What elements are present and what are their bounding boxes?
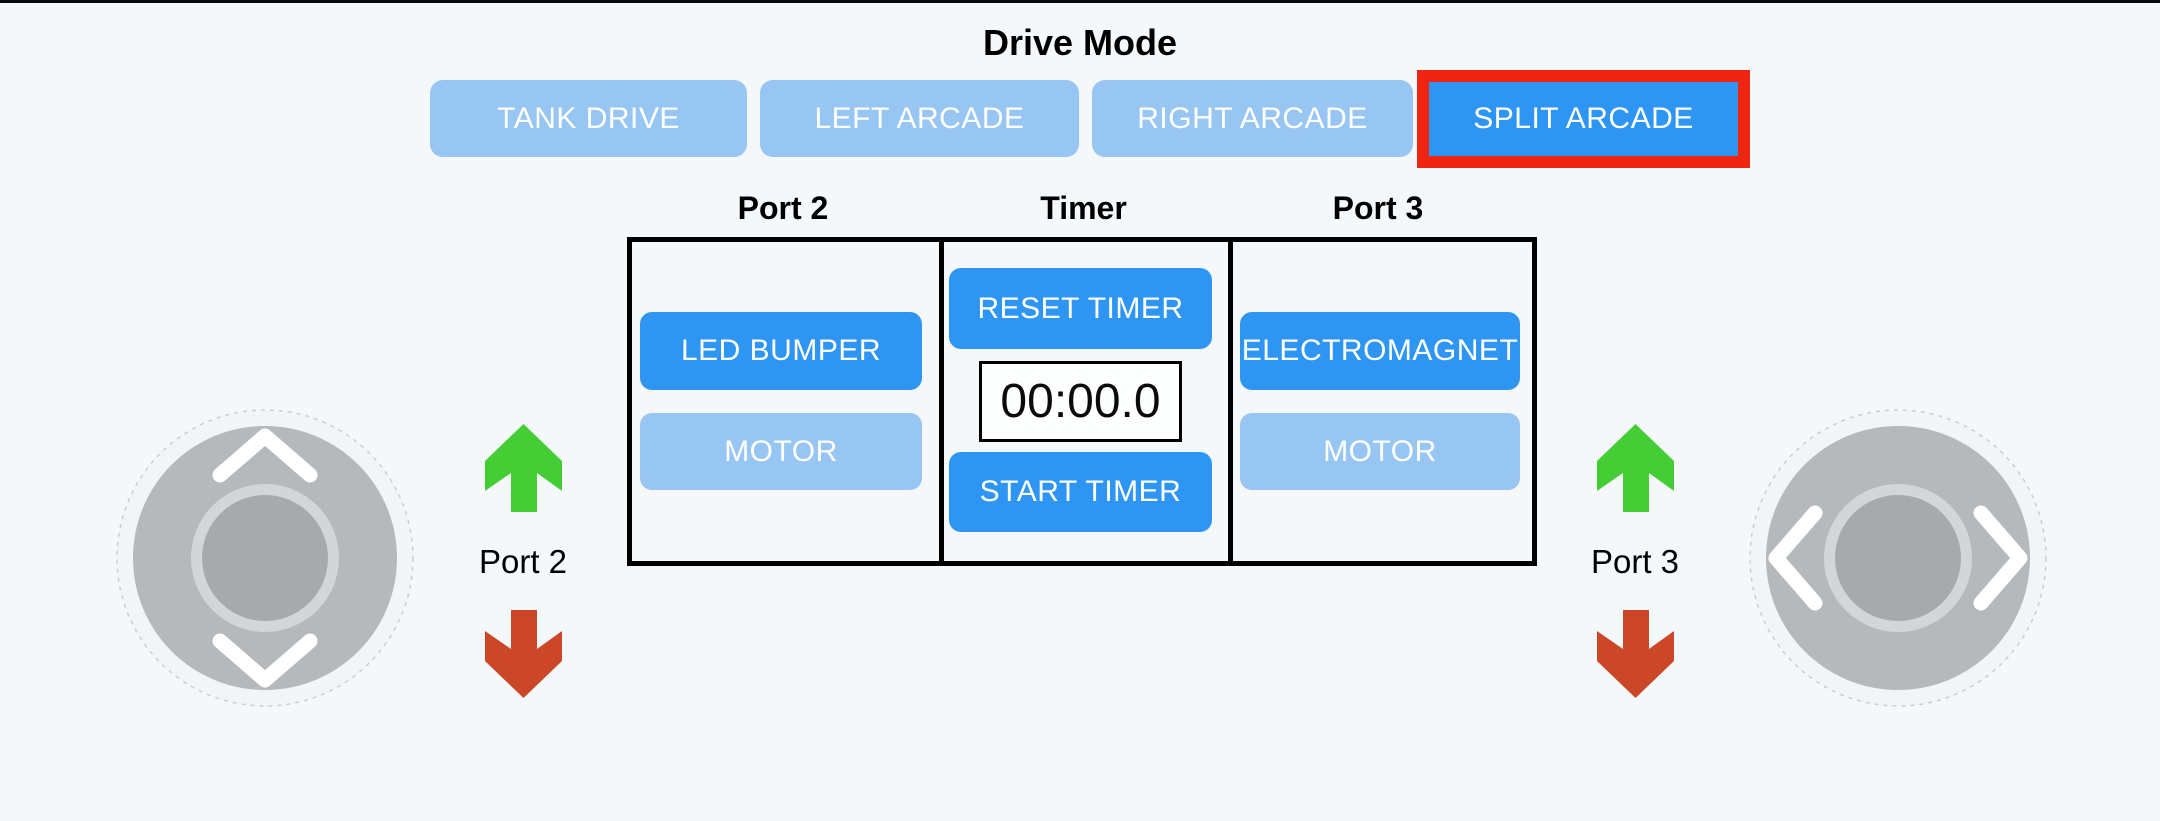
electromagnet-button[interactable]: ELECTROMAGNET bbox=[1240, 312, 1520, 390]
right-joystick-graphic bbox=[1749, 409, 2047, 707]
right-arcade-button[interactable]: RIGHT ARCADE bbox=[1092, 80, 1413, 157]
joystick-knob bbox=[202, 495, 328, 621]
timer-column-header: Timer bbox=[1040, 190, 1127, 226]
start-timer-button[interactable]: START TIMER bbox=[949, 452, 1212, 532]
port2-motor-button[interactable]: MOTOR bbox=[640, 413, 922, 490]
left-arcade-button[interactable]: LEFT ARCADE bbox=[760, 80, 1079, 157]
port3-up-arrow-icon bbox=[1597, 424, 1674, 512]
right-joystick[interactable] bbox=[1748, 408, 2048, 708]
chevron-down-icon bbox=[212, 633, 318, 688]
port3-down-arrow-icon bbox=[1597, 610, 1674, 698]
chevron-right-icon bbox=[1973, 505, 2028, 611]
column-divider bbox=[1228, 242, 1233, 561]
port3-column-header: Port 3 bbox=[1332, 190, 1424, 226]
port3-motor-button[interactable]: MOTOR bbox=[1240, 413, 1520, 490]
port2-column-header: Port 2 bbox=[737, 190, 829, 226]
split-arcade-button[interactable]: SPLIT ARCADE bbox=[1429, 82, 1738, 156]
port2-up-arrow-icon bbox=[485, 424, 562, 512]
left-joystick[interactable] bbox=[115, 408, 415, 708]
port2-down-arrow-icon bbox=[485, 610, 562, 698]
chevron-left-icon bbox=[1768, 505, 1823, 611]
reset-timer-button[interactable]: RESET TIMER bbox=[949, 268, 1212, 349]
column-divider bbox=[939, 242, 944, 561]
timer-display: 00:00.0 bbox=[979, 361, 1182, 442]
port2-indicator-label: Port 2 bbox=[478, 543, 568, 580]
tank-drive-button[interactable]: TANK DRIVE bbox=[430, 80, 747, 157]
split-arcade-selected-highlight: SPLIT ARCADE bbox=[1417, 70, 1750, 168]
page-title: Drive Mode bbox=[982, 22, 1178, 63]
led-bumper-button[interactable]: LED BUMPER bbox=[640, 312, 922, 390]
control-panel-table: LED BUMPER MOTOR RESET TIMER 00:00.0 STA… bbox=[627, 237, 1537, 566]
joystick-knob bbox=[1835, 495, 1961, 621]
top-border-line bbox=[0, 0, 2160, 3]
chevron-up-icon bbox=[212, 428, 318, 483]
left-joystick-graphic bbox=[116, 409, 414, 707]
port3-indicator-label: Port 3 bbox=[1590, 543, 1680, 580]
